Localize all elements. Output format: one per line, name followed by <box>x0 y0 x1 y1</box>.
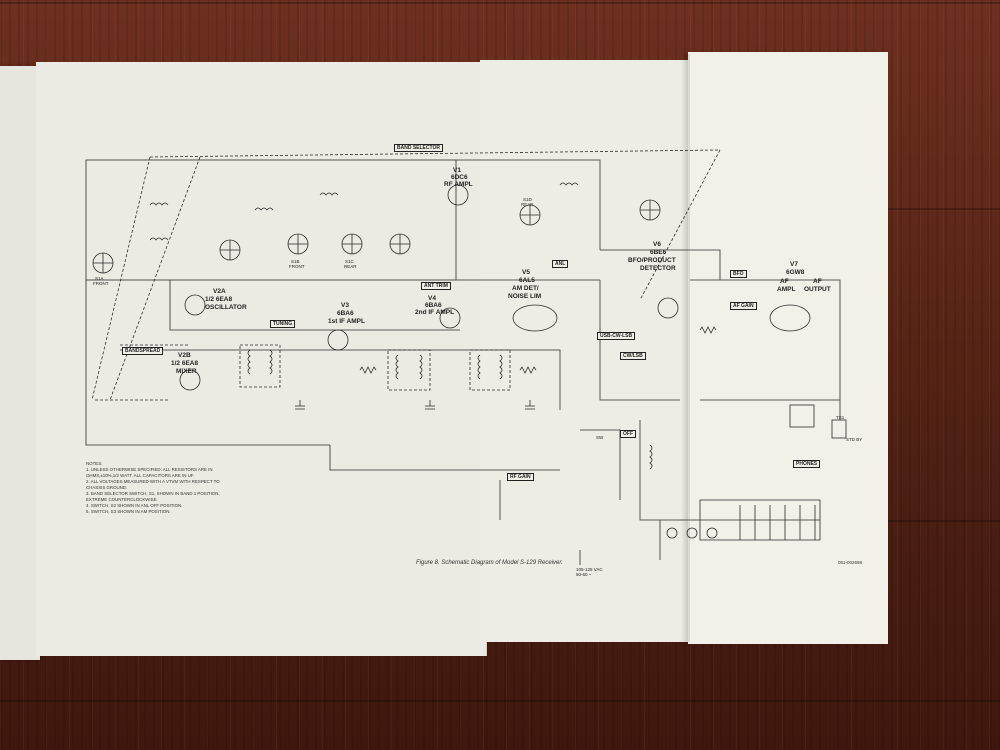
v7-function-4: OUTPUT <box>804 286 831 293</box>
v5-type: 6AL5 <box>519 277 535 284</box>
board-seam <box>0 700 1000 702</box>
phones-label: PHONES <box>793 460 821 468</box>
af-gain-label: AF GAIN <box>730 302 757 310</box>
v4-label: V4 <box>428 295 436 302</box>
tuning-label: TUNING <box>270 320 296 328</box>
anl-label: ANL <box>552 260 569 268</box>
cw-lsb-label: CW/LSB <box>620 352 646 360</box>
v7-type: 6GW8 <box>786 269 805 276</box>
rf-gain-label: RF GAIN <box>507 473 534 481</box>
v4-function: 2nd IF AMPL <box>415 309 455 316</box>
v7-function-2: AMPL <box>777 286 796 293</box>
foldout-page <box>688 52 888 644</box>
part-number: 051-002698 <box>838 560 863 565</box>
v1-function: RF AMPL <box>444 181 473 188</box>
v6-function-1: BFO/PRODUCT <box>628 257 676 264</box>
note-2: 2. ALL VOLTAGES MEASURED WITH A VTVM WIT… <box>86 478 220 490</box>
v7-function-3: AF <box>813 278 822 285</box>
v6-type: 6BE6 <box>650 249 667 256</box>
band-selector-label: BAND SELECTOR <box>394 144 443 152</box>
v2a-label: V2A <box>213 288 226 295</box>
note-4: 4. SWITCH, S2 SHOWN IN ANL OFF POSITION. <box>86 502 183 508</box>
manual-center-page <box>36 62 487 656</box>
v2a-function: OSCILLATOR <box>205 304 247 311</box>
v3-function: 1st IF AMPL <box>328 318 365 325</box>
v3-type: 6BA6 <box>337 310 354 317</box>
manual-left-page <box>0 66 40 660</box>
ac-input-label: 105-125 VAC 50-60 ~ <box>576 567 603 577</box>
s1a-label: S1A <box>95 276 104 281</box>
manual-right-page <box>480 60 688 642</box>
board-seam <box>0 2 1000 4</box>
figure-caption: Figure 8. Schematic Diagram of Model S-1… <box>416 560 563 566</box>
bfo-label: BFO <box>730 270 747 278</box>
schematic-notes: NOTES: 1. UNLESS OTHERWISE SPECIFIED: AL… <box>86 461 221 514</box>
v2a-type: 1/2 6EA8 <box>205 296 233 303</box>
v2b-label: V2B <box>178 352 191 359</box>
note-5: 5. SWITCH, S3 SHOWN IN AM POSITION. <box>86 508 171 514</box>
v5-function-1: AM DET/ <box>512 285 539 292</box>
s1c-position: REAR <box>344 264 357 269</box>
fold-shadow <box>682 54 690 642</box>
s1b-position: FRONT <box>289 264 305 269</box>
v1-type: 6DC6 <box>451 174 468 181</box>
usb-cw-lsb-label: USB-CW-LSB <box>597 332 636 340</box>
v3-label: V3 <box>341 302 349 309</box>
v5-function-2: NOISE LIM <box>508 293 542 300</box>
ant-trim-label: ANT TRIM <box>421 282 451 290</box>
v6-function-2: DETECTOR <box>640 265 676 272</box>
note-1: 1. UNLESS OTHERWISE SPECIFIED: ALL RESIS… <box>86 466 213 478</box>
ts1-label: TS1 <box>836 415 845 420</box>
v2b-function: MIXER <box>176 368 197 375</box>
v7-function-1: AF <box>780 278 789 285</box>
switch-label: SW <box>596 435 604 440</box>
v2b-type: 1/2 6EA8 <box>171 360 199 367</box>
v1-label: V1 <box>453 167 461 174</box>
note-3: 3. BAND SELECTOR SWITCH, S1, SHOWN IN BA… <box>86 490 220 502</box>
s1d-position: REAR <box>521 202 534 207</box>
s1a-position: FRONT <box>93 281 109 286</box>
notes-heading: NOTES: <box>86 461 103 466</box>
v6-label: V6 <box>653 241 661 248</box>
off-label: OFF <box>620 430 636 438</box>
s1c-label: S1C <box>345 259 354 264</box>
v7-label: V7 <box>790 261 798 268</box>
s1d-label: S1D <box>523 197 532 202</box>
standby-label: STD BY <box>846 437 863 442</box>
s1b-label: S1B <box>291 259 300 264</box>
v4-type: 6BA6 <box>425 302 442 309</box>
v5-label: V5 <box>522 269 530 276</box>
bandspread-label: BANDSPREAD <box>122 347 164 355</box>
